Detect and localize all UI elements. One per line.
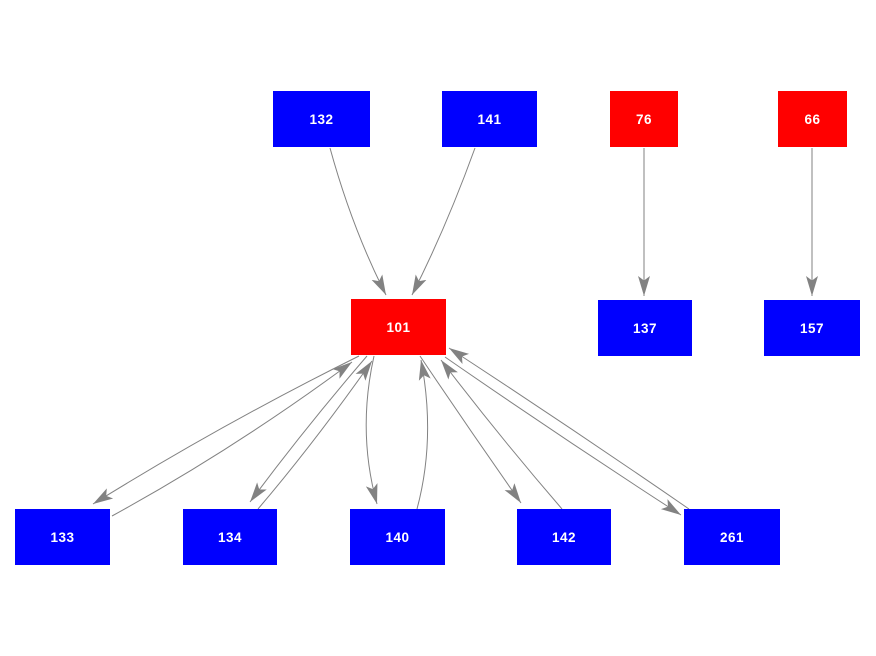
node-label: 132 <box>309 111 334 127</box>
node-label: 101 <box>386 319 411 335</box>
edge-101-134 <box>249 355 368 503</box>
node-142[interactable]: 142 <box>517 509 611 565</box>
edge-132-101 <box>329 147 387 296</box>
node-157[interactable]: 157 <box>764 300 860 356</box>
node-label: 76 <box>635 111 653 127</box>
edge-101-133 <box>92 355 360 505</box>
node-133[interactable]: 133 <box>15 509 110 565</box>
node-261[interactable]: 261 <box>684 509 780 565</box>
node-134[interactable]: 134 <box>183 509 277 565</box>
node-label: 134 <box>217 529 243 545</box>
node-66[interactable]: 66 <box>778 91 847 147</box>
edge-141-101 <box>411 147 476 296</box>
node-137[interactable]: 137 <box>598 300 692 356</box>
node-141[interactable]: 141 <box>442 91 537 147</box>
edge-134-101 <box>257 360 373 510</box>
node-132[interactable]: 132 <box>273 91 370 147</box>
node-label: 261 <box>719 529 745 545</box>
edge-101-140 <box>365 355 378 505</box>
edge-261-101 <box>448 347 690 510</box>
node-label: 157 <box>799 320 825 336</box>
node-label: 137 <box>632 320 658 336</box>
edge-101-142 <box>419 355 522 504</box>
node-76[interactable]: 76 <box>610 91 678 147</box>
edge-133-101 <box>111 361 353 517</box>
node-label: 142 <box>551 529 577 545</box>
node-label: 141 <box>477 111 502 127</box>
node-140[interactable]: 140 <box>350 509 445 565</box>
edge-101-261 <box>444 356 682 516</box>
node-label: 133 <box>50 529 75 545</box>
edge-140-101 <box>416 359 431 510</box>
node-101[interactable]: 101 <box>351 299 446 355</box>
edge-142-101 <box>440 359 563 510</box>
node-label: 140 <box>385 529 410 545</box>
node-label: 66 <box>804 111 821 127</box>
